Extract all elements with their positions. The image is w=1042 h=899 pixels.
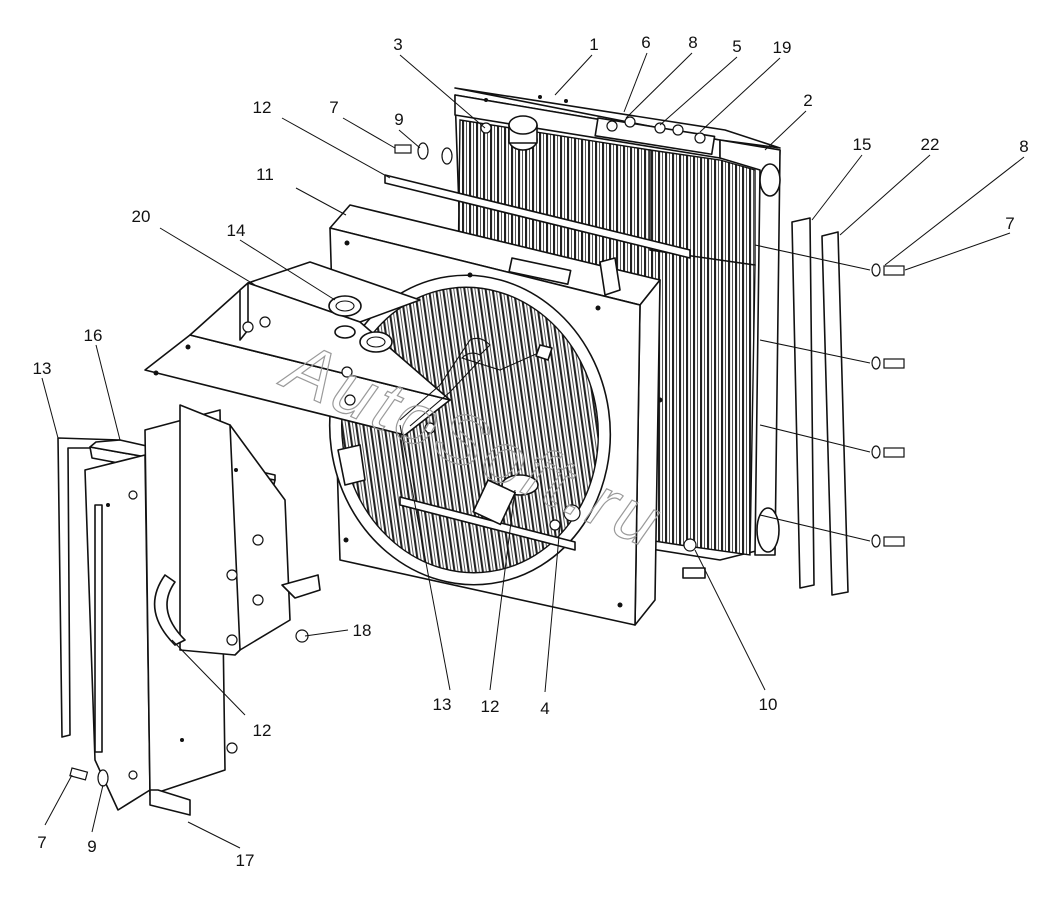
- callout-6: 6: [641, 33, 650, 52]
- fitting-bolt: [606, 120, 618, 132]
- radiator-side-tank: [719, 139, 781, 556]
- grommet-small: [334, 325, 356, 339]
- callout-8-right: 8: [1019, 137, 1028, 156]
- callout-19: 17: [236, 851, 255, 870]
- u-tube-second: [409, 359, 481, 427]
- callout-7-top: 7: [329, 98, 338, 117]
- callout-5: 5: [732, 37, 741, 56]
- bolt-7: [69, 767, 89, 781]
- top-cover-plate: [144, 261, 553, 436]
- callout-1: 1: [589, 35, 598, 54]
- bolt-7-top: [394, 144, 412, 154]
- filler-neck-top: [508, 115, 538, 135]
- callout-12-left: 12: [253, 721, 272, 740]
- callout-9-top: 9: [394, 110, 403, 129]
- tube-clamp: [424, 422, 436, 434]
- callout-12-bottom: 12: [481, 697, 500, 716]
- grommet-hole: [366, 336, 386, 348]
- washer-top-2: [441, 147, 453, 165]
- callout-11: 11: [256, 165, 274, 184]
- radiator-core-upper: [649, 149, 756, 266]
- label-plate: [508, 257, 572, 285]
- callout-4: 4: [540, 699, 549, 718]
- left-side-panels: [57, 404, 321, 816]
- ring-bracket: [337, 444, 366, 486]
- right-strips: [754, 217, 905, 596]
- side-panel-inner: [94, 504, 103, 753]
- washer-9-top: [417, 142, 429, 160]
- side-tank-cap: [759, 163, 781, 197]
- fan-shroud: [328, 204, 663, 626]
- leader-lines: [41, 52, 1025, 849]
- seal-strip-upper: [384, 174, 691, 259]
- grommet: [359, 331, 393, 353]
- cover-plate-top: [189, 282, 451, 401]
- small-bracket: [281, 574, 321, 599]
- callout-20: 18: [353, 621, 372, 640]
- washer-9: [97, 769, 109, 787]
- seal-strip-lower: [399, 496, 576, 551]
- part-4-nipple: [563, 504, 581, 522]
- callout-16: 16: [84, 326, 103, 345]
- fitting-bolt: [480, 122, 492, 134]
- callout-10: 10: [759, 695, 778, 714]
- callout-13-bottom: 13: [433, 695, 452, 714]
- lower-bracket: [682, 567, 706, 579]
- callout-8: 8: [688, 33, 697, 52]
- callout-15: 15: [853, 135, 872, 154]
- callout-2: 2: [803, 91, 812, 110]
- u-tube: [399, 337, 546, 421]
- fitting-bolt: [672, 124, 684, 136]
- drain-plug: [683, 538, 697, 552]
- callout-7-bottom: 7: [37, 833, 46, 852]
- callout-13-left: 13: [33, 359, 52, 378]
- side-tank-bottom-cap: [756, 507, 780, 553]
- callout-18: 20: [132, 207, 151, 226]
- grommet: [328, 295, 362, 317]
- right-bolts: [871, 263, 905, 548]
- callout-12-top: 12: [253, 98, 272, 117]
- fitting-bolt: [624, 116, 636, 128]
- foot-bracket-19: [149, 789, 191, 816]
- fitting-bolt: [654, 122, 666, 134]
- grommet-hole: [335, 300, 355, 312]
- callout-17: 19: [773, 38, 792, 57]
- callout-14: 14: [227, 221, 246, 240]
- callout-9-bottom: 9: [87, 837, 96, 856]
- u-tube-end: [535, 344, 553, 361]
- fitting-bolt: [694, 132, 706, 144]
- strip-15: [791, 217, 815, 589]
- strip-22: [821, 231, 849, 596]
- callout-22: 22: [921, 135, 940, 154]
- callout-7-right: 7: [1005, 214, 1014, 233]
- shroud-corner-bracket: [599, 257, 621, 296]
- callout-labels: 3 1 6 8 5 19 2 12 7 9 11 20 14 15 22 8 7…: [33, 33, 1029, 870]
- arc-cutout: [153, 574, 186, 646]
- callout-3: 3: [393, 35, 402, 54]
- fan-shaft: [472, 479, 516, 526]
